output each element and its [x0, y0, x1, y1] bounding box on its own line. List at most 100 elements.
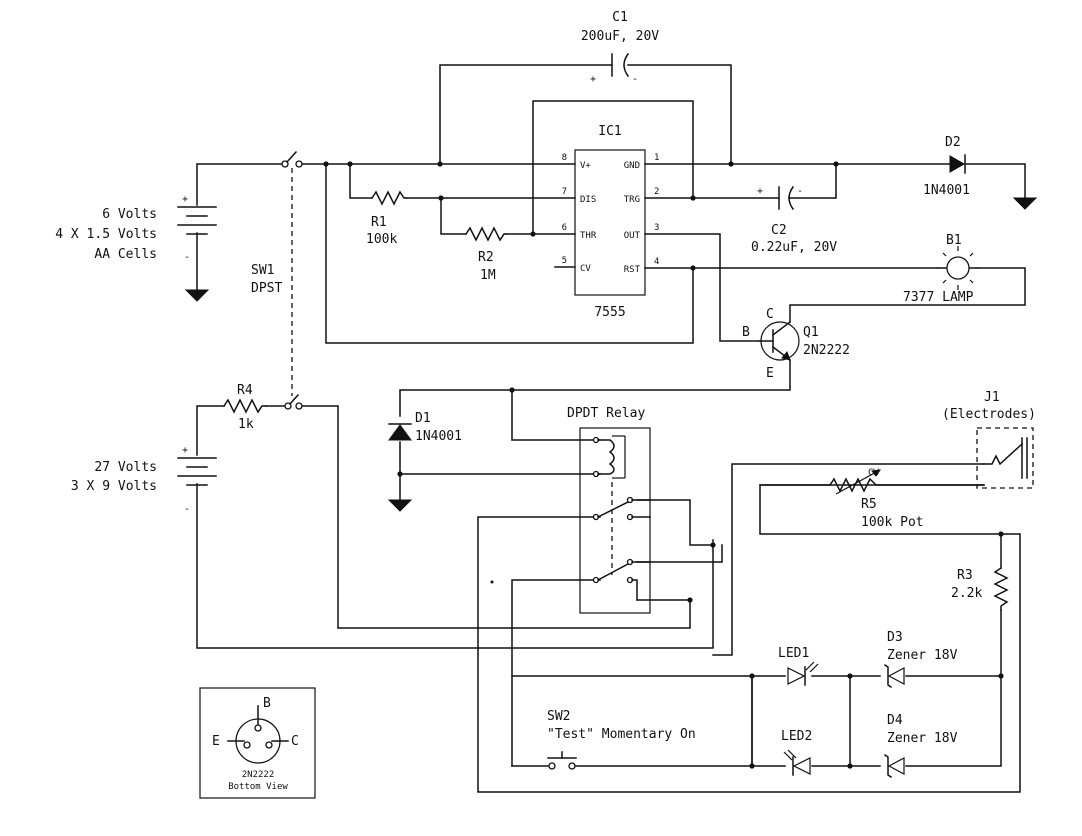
battery-6v-minus: -: [184, 252, 190, 263]
switch-sw1: SW1 DPST: [251, 150, 303, 410]
led2-ref: LED2: [781, 729, 812, 744]
battery-27v-minus: -: [184, 504, 190, 515]
led-led1: LED1: [778, 646, 819, 686]
c1-minus: -: [632, 74, 638, 85]
ic1-pin-num: 3: [654, 223, 659, 233]
ic1-ref: IC1: [598, 124, 621, 139]
ic1-pin-name: GND: [624, 161, 640, 171]
battery-6v-plus: +: [182, 194, 188, 205]
r2-value: 1M: [480, 268, 496, 283]
c2-ref: C2: [771, 223, 787, 238]
d2-ref: D2: [945, 135, 961, 150]
d4-value: Zener 18V: [887, 731, 958, 746]
ic1-pin-name: THR: [580, 231, 597, 241]
j1-ref: J1: [984, 390, 1000, 405]
resistor-r3: R3 2.2k: [951, 566, 1009, 611]
sw2-value: "Test" Momentary On: [547, 727, 696, 742]
ground-symbol: [184, 289, 210, 302]
resistor-r2: R2 1M: [464, 226, 507, 283]
b1-value: 7377 LAMP: [903, 290, 974, 305]
d3-ref: D3: [887, 630, 903, 645]
transistor-pinout-inset: B E C 2N2222 Bottom View: [199, 687, 316, 799]
q1-value: 2N2222: [803, 343, 850, 358]
battery-6v-label-2: 4 X 1.5 Volts: [55, 227, 157, 242]
r3-value: 2.2k: [951, 586, 982, 601]
led-led2: LED2: [781, 729, 812, 776]
ic1-pin-num: 1: [654, 153, 659, 163]
led1-ref: LED1: [778, 646, 809, 661]
ic1-7555: IC1 7555 8 V+ 7 DIS 6 THR 5 CV 1 GND 2 T…: [562, 124, 660, 320]
diode-d1: D1 1N4001: [388, 411, 462, 444]
d3-value: Zener 18V: [887, 648, 958, 663]
battery-6v-label-3: AA Cells: [94, 247, 157, 262]
lamp-b1: B1 7377 LAMP: [903, 233, 980, 305]
switch-sw2: SW2 "Test" Momentary On: [547, 709, 696, 770]
r5-value: 100k Pot: [861, 515, 924, 530]
diode-d2: D2 1N4001: [923, 135, 970, 198]
d1-value: 1N4001: [415, 429, 462, 444]
battery-27v-label-1: 27 Volts: [94, 460, 157, 475]
sw1-ref: SW1: [251, 263, 274, 278]
ic1-pin-name: V+: [580, 161, 591, 171]
d2-value: 1N4001: [923, 183, 970, 198]
potentiometer-r5: CW R5 100k Pot: [828, 468, 924, 530]
resistor-r4: R4 1k: [222, 383, 267, 432]
d1-ref: D1: [415, 411, 431, 426]
ic1-pin-num: 4: [654, 257, 659, 267]
c2-value: 0.22uF, 20V: [751, 240, 837, 255]
ic1-pin-name: OUT: [624, 231, 641, 241]
q1-ref: Q1: [803, 325, 819, 340]
zener-d4: D4 Zener 18V: [883, 713, 958, 779]
c2-minus: -: [797, 186, 803, 197]
r5-wiper: CW: [868, 468, 879, 478]
c2-plus: +: [757, 186, 763, 197]
ground-symbol: [387, 499, 413, 512]
jack-j1: J1 (Electrodes): [942, 390, 1036, 489]
r4-value: 1k: [238, 417, 254, 432]
ic1-pin-num: 6: [562, 223, 567, 233]
q1-collector-label: C: [766, 307, 774, 322]
ic1-pin-name: RST: [624, 265, 641, 275]
battery-6v: + - 6 Volts 4 X 1.5 Volts AA Cells: [55, 194, 217, 263]
sw2-ref: SW2: [547, 709, 570, 724]
ic1-pin-name: DIS: [580, 195, 596, 205]
r1-ref: R1: [371, 215, 387, 230]
junction-dots: [323, 161, 1004, 769]
ic1-pin-num: 8: [562, 153, 567, 163]
j1-value: (Electrodes): [942, 407, 1036, 422]
c1-plus: +: [590, 74, 596, 85]
ic1-part: 7555: [594, 305, 625, 320]
battery-27v-label-2: 3 X 9 Volts: [71, 479, 157, 494]
c1-ref: C1: [612, 10, 628, 25]
r1-value: 100k: [366, 232, 397, 247]
r5-ref: R5: [861, 497, 877, 512]
pinout-collector-label: C: [291, 734, 299, 749]
r3-ref: R3: [957, 568, 973, 583]
q1-emitter-label: E: [766, 366, 774, 381]
capacitor-c1: C1 200uF, 20V + -: [581, 10, 659, 85]
battery-6v-label-1: 6 Volts: [102, 207, 157, 222]
battery-27v: + - 27 Volts 3 X 9 Volts: [71, 445, 217, 515]
ic1-pin-name: CV: [580, 264, 591, 274]
sw1-type: DPST: [251, 281, 282, 296]
transistor-q1: C B E Q1 2N2222: [742, 307, 850, 381]
r4-ref: R4: [237, 383, 253, 398]
c1-value: 200uF, 20V: [581, 29, 659, 44]
ic1-pin-num: 7: [562, 187, 567, 197]
zener-d3: D3 Zener 18V: [883, 630, 958, 689]
pinout-part: 2N2222: [242, 770, 275, 780]
pinout-emitter-label: E: [212, 734, 220, 749]
ic1-pin-num: 5: [562, 256, 567, 266]
pinout-base-label: B: [263, 696, 271, 711]
relay-label: DPDT Relay: [567, 406, 645, 421]
b1-ref: B1: [946, 233, 962, 248]
q1-base-label: B: [742, 325, 750, 340]
capacitor-c2: + - C2 0.22uF, 20V: [751, 185, 837, 255]
relay-dpdt: DPDT Relay: [567, 406, 651, 614]
battery-27v-plus: +: [182, 445, 188, 456]
resistor-r1: R1 100k: [366, 190, 407, 247]
r2-ref: R2: [478, 250, 494, 265]
pinout-caption: Bottom View: [228, 782, 288, 792]
ground-symbol: [1012, 197, 1038, 210]
